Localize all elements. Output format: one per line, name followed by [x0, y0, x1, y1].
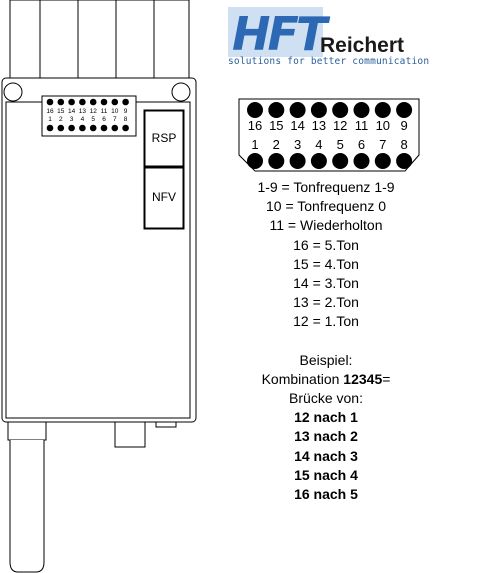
- logo-brand-mark: HFT: [232, 7, 331, 61]
- logo-brand-name: Reichert: [320, 34, 404, 57]
- mini-connector-pin: [46, 98, 54, 106]
- mini-pin-label: 16: [46, 108, 54, 115]
- connector-pin: [289, 102, 306, 118]
- connector-pin: [247, 153, 263, 169]
- connector-pin-label: 16: [248, 118, 262, 133]
- mini-connector-pin: [122, 124, 129, 132]
- connector-pin-label: 14: [290, 118, 304, 133]
- mini-connector-pin: [89, 124, 97, 132]
- connector-pin-label: 13: [312, 118, 326, 133]
- connector-pin: [374, 102, 391, 118]
- mini-connector-pin: [100, 124, 108, 132]
- mini-connector-pin: [111, 98, 119, 106]
- connector-pin: [310, 102, 327, 118]
- connector-pin-label: 5: [337, 137, 344, 152]
- connector-pin: [268, 102, 285, 118]
- connector-pin-label: 7: [379, 137, 386, 152]
- mini-connector-pin: [57, 124, 65, 132]
- mini-pin-label: 1: [48, 116, 52, 123]
- connector-pin: [332, 153, 349, 169]
- mini-pin-label: 5: [91, 116, 95, 123]
- rsp-button-label: RSP: [152, 131, 177, 145]
- example-title: Beispiel:: [299, 351, 353, 368]
- example-combination: Kombination 12345=: [226, 370, 426, 389]
- legend-line: 15 = 4.Ton: [293, 255, 359, 272]
- connector-pin-label: 11: [355, 118, 369, 133]
- mini-connector-pin: [89, 98, 97, 106]
- connector-pin: [353, 153, 370, 169]
- connector-pin-label: 6: [358, 137, 365, 152]
- connector-pin: [332, 102, 349, 118]
- bridge-line: 13 nach 2: [294, 428, 358, 445]
- mini-connector-pin: [68, 124, 75, 132]
- connector-pin: [268, 153, 285, 169]
- mini-pin-label: 13: [79, 108, 87, 115]
- mini-connector-pin: [79, 98, 86, 106]
- mini-connector-pin: [57, 98, 65, 106]
- legend-line: 14 = 3.Ton: [293, 275, 359, 292]
- mini-pin-label: 9: [124, 108, 128, 115]
- connector-pin: [247, 102, 263, 118]
- mini-pin-label: 2: [59, 116, 63, 123]
- legend-line: 11 = Wiederholton: [269, 217, 383, 234]
- legend: 1-9 = Tonfrequenz 1-9 10 = Tonfrequenz 0…: [226, 178, 426, 504]
- mini-pin-label: 10: [111, 108, 119, 115]
- connector-pin: [310, 153, 327, 169]
- bridge-line: 14 nach 3: [294, 447, 358, 464]
- legend-line: 1-9 = Tonfrequenz 1-9: [257, 179, 395, 195]
- connector-pin-label: 12: [333, 118, 347, 133]
- mini-pin-label: 12: [90, 108, 98, 115]
- mini-pin-label: 6: [102, 116, 106, 123]
- mini-connector-pin: [122, 98, 129, 106]
- connector-pin: [289, 153, 306, 169]
- connector-pin-label: 4: [315, 137, 322, 152]
- legend-line: 10 = Tonfrequenz 0: [265, 198, 386, 215]
- connector-pin: [374, 153, 391, 169]
- mini-pin-label: 8: [124, 116, 128, 123]
- mini-connector-pin: [68, 98, 75, 106]
- connector-pin: [353, 102, 370, 118]
- connector-pin-label: 15: [269, 118, 283, 133]
- legend-line: 13 = 2.Ton: [293, 294, 359, 311]
- mini-pin-label: 14: [68, 108, 76, 115]
- bridge-line: 12 nach 1: [294, 409, 358, 426]
- mini-connector-pin: [100, 98, 108, 106]
- mini-pin-label: 11: [101, 108, 108, 115]
- example-prefix: Kombination: [261, 370, 340, 387]
- connector-pin: [396, 102, 413, 118]
- mini-connector-pin: [46, 124, 54, 132]
- nfv-button-label: NFV: [152, 190, 176, 204]
- example-suffix: =: [382, 370, 391, 387]
- mini-connector-pin: [111, 124, 119, 132]
- mini-pin-label: 7: [113, 116, 117, 123]
- bridge-line: 15 nach 4: [294, 466, 358, 483]
- connector-pin: [396, 153, 413, 169]
- connector-pin-label: 1: [251, 137, 258, 152]
- connector-pin-label: 9: [400, 118, 407, 133]
- hft-reichert-logo: HFT Reichert: [228, 7, 404, 61]
- mini-pin-label: 15: [57, 108, 65, 115]
- logo-tagline: solutions for better communication: [228, 56, 430, 67]
- mini-pin-label: 4: [81, 116, 85, 123]
- connector-pin-label: 3: [294, 137, 301, 152]
- legend-line: 12 = 1.Ton: [293, 313, 359, 330]
- bridge-intro: Brücke von:: [289, 390, 363, 407]
- connector-pin-label: 8: [400, 137, 407, 152]
- connector-pin-label: 2: [273, 137, 280, 152]
- legend-line: 16 = 5.Ton: [293, 236, 359, 253]
- mini-connector-pin: [79, 124, 86, 132]
- example-code: 12345: [343, 370, 383, 387]
- mini-pin-label: 3: [70, 116, 74, 123]
- connector-pin-label: 10: [376, 118, 390, 133]
- bridge-line: 16 nach 5: [294, 486, 358, 503]
